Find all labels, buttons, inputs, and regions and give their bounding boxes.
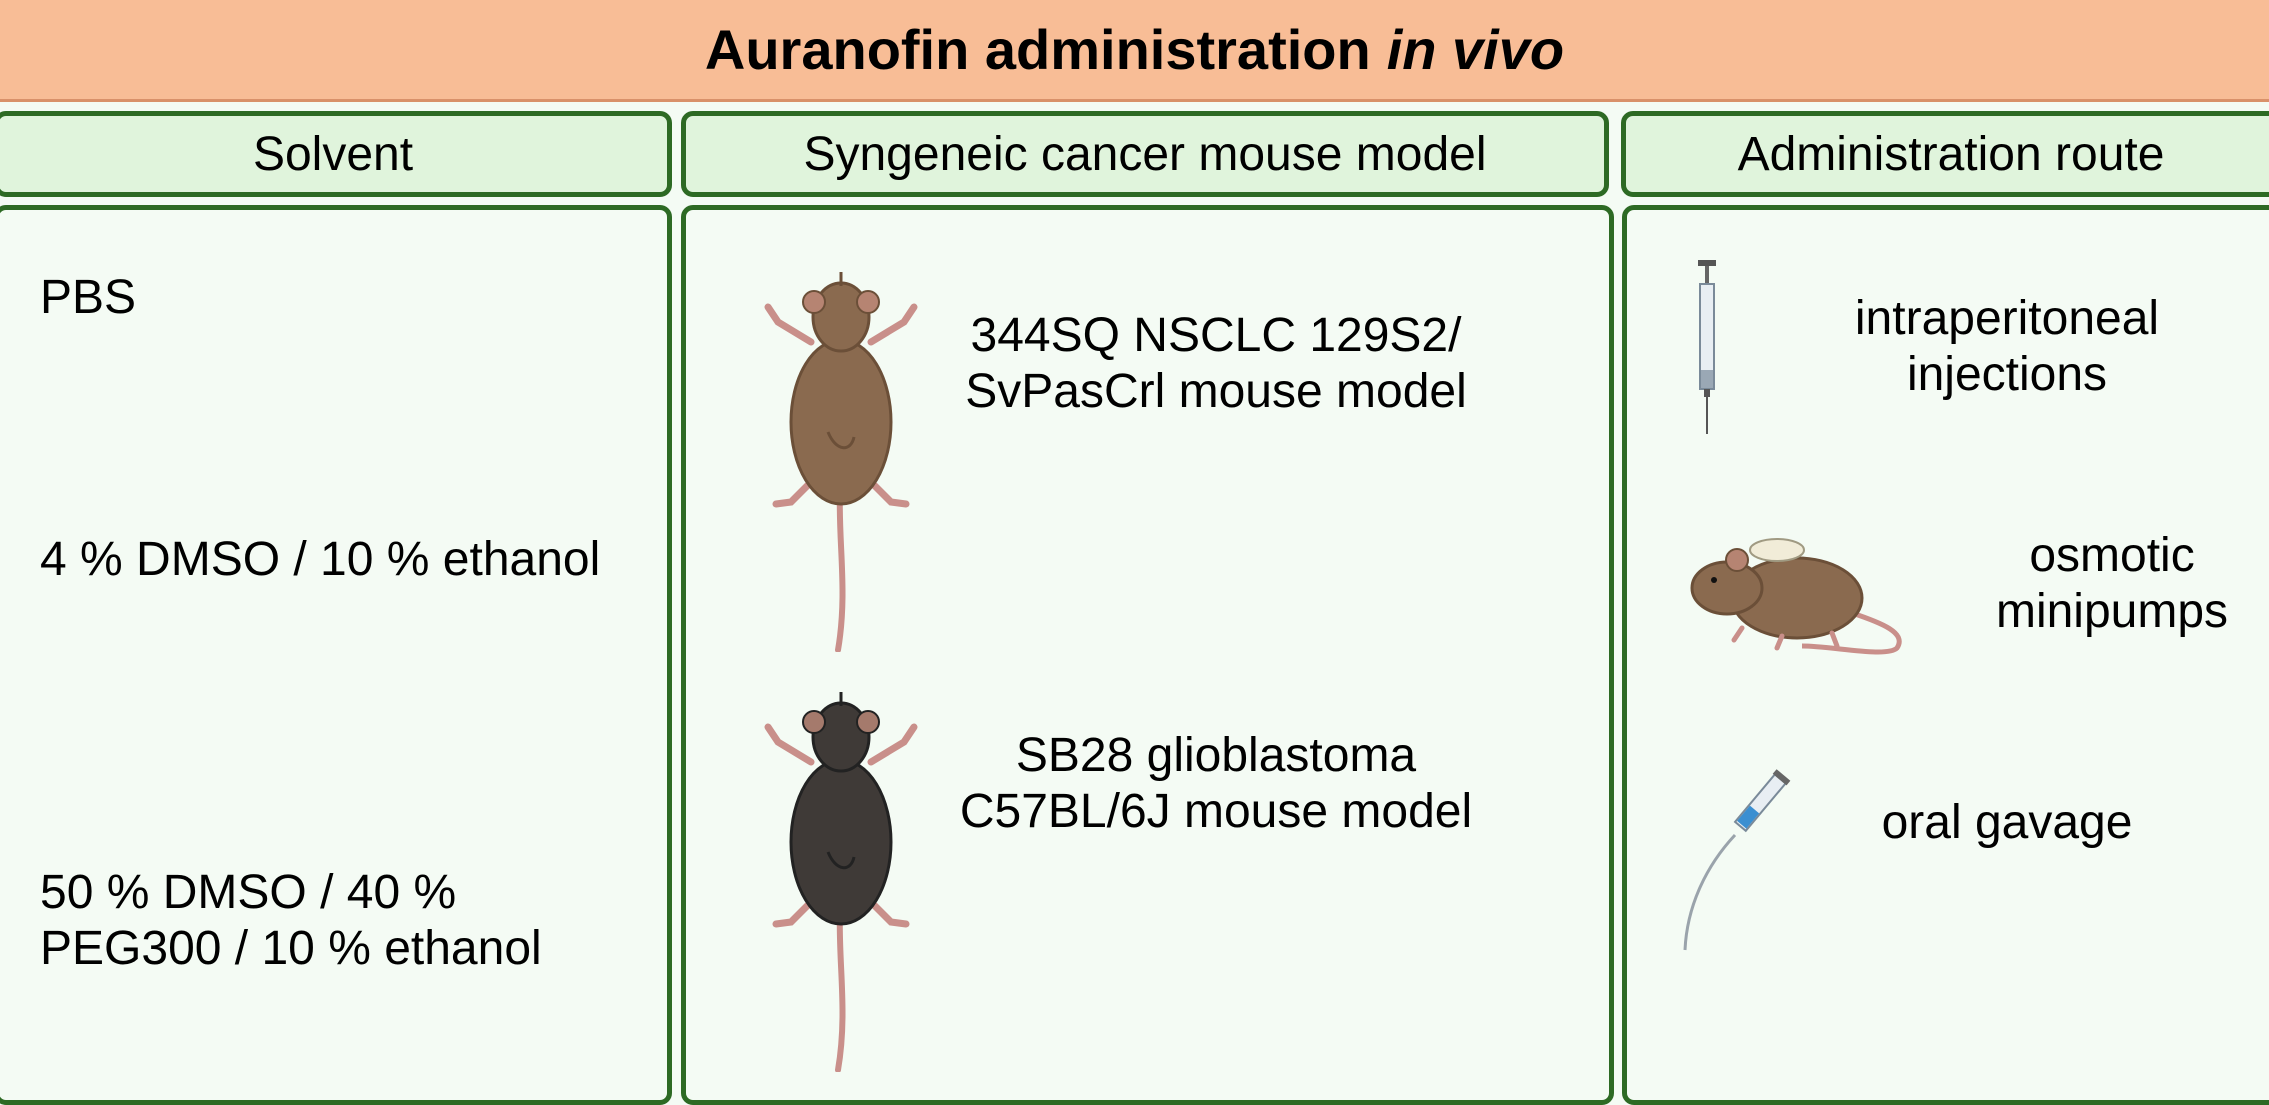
mouse-with-pump-icon <box>1690 538 1902 655</box>
title-banner: Auranofin administration in vivo <box>0 0 2269 102</box>
model-item-sb28: SB28 glioblastoma C57BL/6J mouse model <box>959 729 1473 838</box>
model-item-344sq: 344SQ NSCLC 129S2/ SvPasCrl mouse model <box>965 309 1467 418</box>
solvent-panel: PBS 4 % DMSO / 10 % ethanol 50 % DMSO / … <box>0 205 672 1105</box>
model-panel: 344SQ NSCLC 129S2/ SvPasCrl mouse model … <box>681 205 1614 1105</box>
route-item-gavage: oral gavage <box>1881 796 2133 849</box>
black-mouse-icon <box>764 692 918 1072</box>
route-item-minipumps: osmotic minipumps <box>1995 529 2229 638</box>
solvent-header: Solvent <box>0 111 672 197</box>
solvent-item-dmso-peg: 50 % DMSO / 40 % PEG300 / 10 % ethanol <box>40 866 542 975</box>
model-header: Syngeneic cancer mouse model <box>681 111 1609 197</box>
syringe-icon <box>1698 260 1716 434</box>
solvent-item-dmso-ethanol: 4 % DMSO / 10 % ethanol <box>40 533 601 586</box>
route-panel: intraperitoneal injections osmotic minip… <box>1622 205 2269 1105</box>
title-emphasis: in vivo <box>1386 18 1565 81</box>
solvent-item-pbs: PBS <box>40 271 137 324</box>
gavage-needle-icon <box>1683 769 1791 951</box>
route-header: Administration route <box>1621 111 2269 197</box>
brown-mouse-icon <box>764 272 918 652</box>
route-item-ip: intraperitoneal injections <box>1854 292 2160 401</box>
title-main: Auranofin administration <box>704 18 1371 81</box>
